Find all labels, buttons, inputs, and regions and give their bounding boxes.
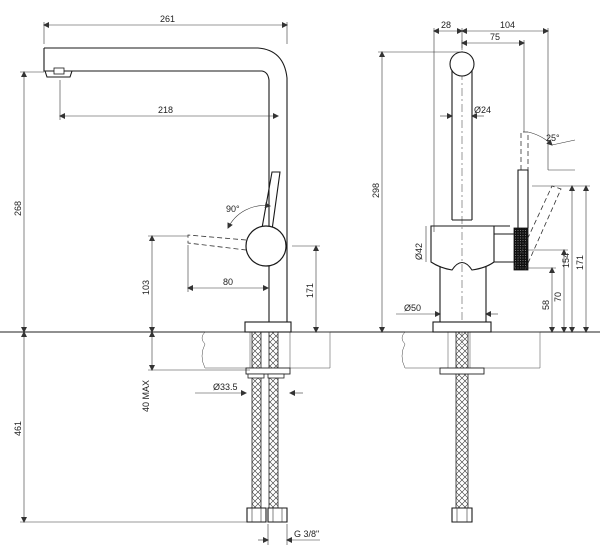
lever-hub <box>245 225 287 267</box>
worktop-section-front-left <box>401 331 449 369</box>
spout-head <box>449 51 475 77</box>
dim-width-261: 261 <box>160 14 175 24</box>
lever-handle <box>261 171 281 231</box>
dim-height-103: 103 <box>141 280 151 295</box>
dim-angle-25: 25° <box>546 133 560 143</box>
front-view: 28 104 75 Ø24 25° 298 Ø42 171 154 <box>371 20 590 523</box>
side-view: 90° 261 218 268 171 103 <box>13 14 331 545</box>
dim-lever-80: 80 <box>223 277 233 287</box>
lever-up-phantom <box>520 131 529 170</box>
dim-height-298: 298 <box>371 183 381 198</box>
dim-height-171-left: 171 <box>305 283 315 298</box>
supply-hoses-front <box>439 331 485 523</box>
worktop-section-right <box>289 331 331 369</box>
dim-dia-42: Ø42 <box>414 243 424 260</box>
aerator <box>44 70 73 78</box>
dim-dia-24: Ø24 <box>474 105 491 115</box>
dim-dia-50: Ø50 <box>404 303 421 313</box>
body-lower <box>439 266 487 322</box>
dim-top-75: 75 <box>490 32 500 42</box>
dim-height-171-right: 171 <box>575 255 585 270</box>
lever-rotated-phantom <box>187 234 247 251</box>
dim-dia-33-5: Ø33.5 <box>213 382 238 392</box>
dim-height-70: 70 <box>553 292 563 302</box>
spout-column <box>451 70 473 221</box>
dim-top-28: 28 <box>441 20 451 30</box>
lever-tilted-phantom <box>513 185 562 271</box>
dim-max-40: 40 MAX <box>141 380 151 412</box>
worktop-section-front-right <box>469 331 541 369</box>
base-flange-front <box>432 321 492 333</box>
dim-height-268: 268 <box>13 201 23 216</box>
dim-thread-g38: G 3/8" <box>294 529 319 539</box>
spout-outline <box>43 47 288 226</box>
dim-reach-218: 218 <box>158 105 173 115</box>
dim-height-154: 154 <box>561 253 571 268</box>
dim-angle-90: 90° <box>226 204 240 214</box>
worktop-section-left <box>201 331 251 369</box>
body-front <box>430 225 495 271</box>
dim-height-58: 58 <box>541 300 551 310</box>
dim-top-104: 104 <box>500 20 515 30</box>
angle-arc-90 <box>227 202 271 229</box>
lever-upright <box>517 169 529 228</box>
base-flange <box>244 321 292 333</box>
dim-depth-461: 461 <box>13 421 23 436</box>
supply-hoses <box>245 331 291 523</box>
